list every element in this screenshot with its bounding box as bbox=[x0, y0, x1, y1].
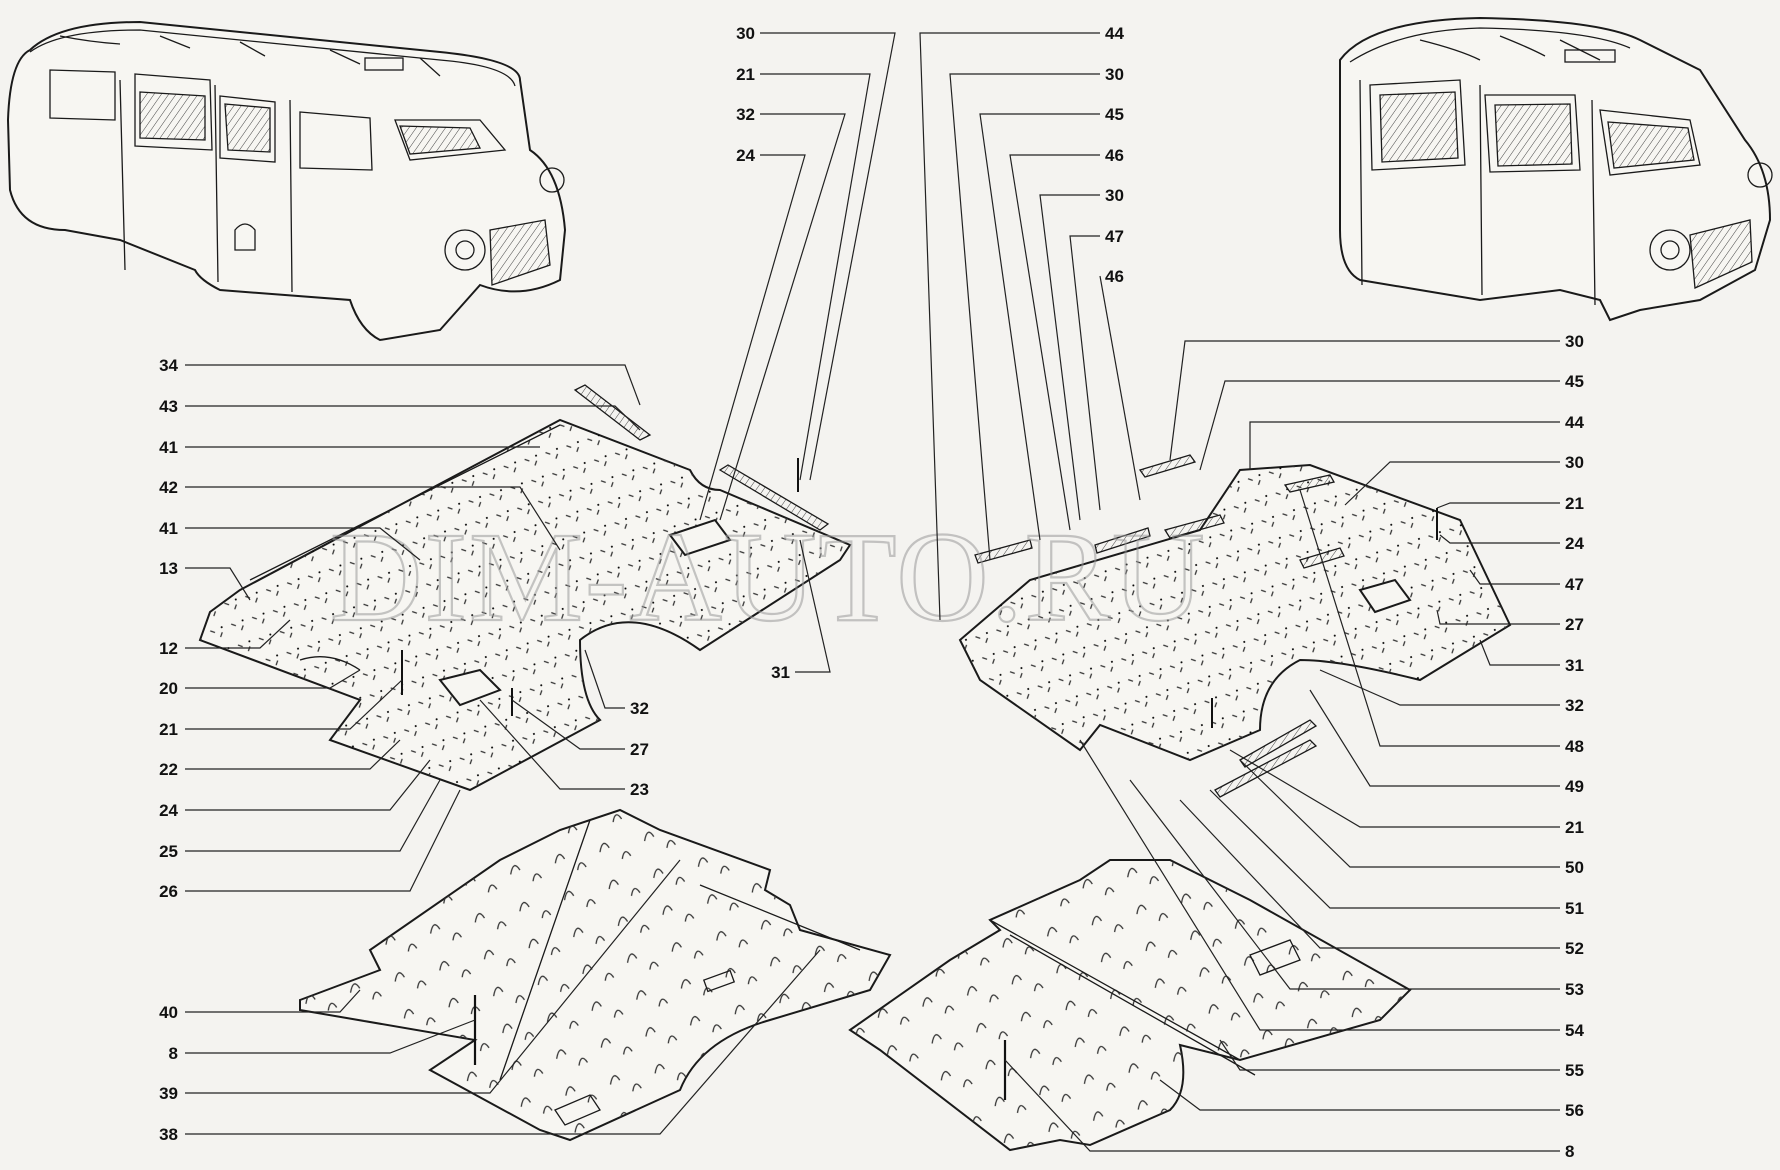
callout-label: 47 bbox=[1105, 227, 1124, 246]
callout-label: 56 bbox=[1565, 1101, 1584, 1120]
callout-label: 44 bbox=[1105, 24, 1124, 43]
callout-label: 32 bbox=[630, 699, 649, 718]
callout-label: 55 bbox=[1565, 1061, 1584, 1080]
callouts-top-left: 30 21 32 24 bbox=[736, 24, 755, 165]
callout-label: 8 bbox=[1565, 1142, 1574, 1161]
callout-label: 20 bbox=[159, 679, 178, 698]
callout-label: 48 bbox=[1565, 737, 1584, 756]
callout-label: 24 bbox=[1565, 534, 1584, 553]
callout-label: 30 bbox=[736, 24, 755, 43]
callout-label: 21 bbox=[1565, 818, 1584, 837]
callout-label: 8 bbox=[169, 1044, 178, 1063]
right-floor-panel bbox=[958, 454, 1512, 798]
callout-label: 46 bbox=[1105, 146, 1124, 165]
callout-label: 49 bbox=[1565, 777, 1584, 796]
callout-label: 41 bbox=[159, 438, 178, 457]
callout-label: 21 bbox=[159, 720, 178, 739]
callout-label: 31 bbox=[1565, 656, 1584, 675]
callout-label: 51 bbox=[1565, 899, 1584, 918]
callouts-top-right: 44 30 45 46 30 47 46 bbox=[1105, 24, 1124, 286]
callout-label: 52 bbox=[1565, 939, 1584, 958]
callout-label: 30 bbox=[1565, 332, 1584, 351]
callout-label: 39 bbox=[159, 1084, 178, 1103]
callout-label: 42 bbox=[159, 478, 178, 497]
callout-label: 45 bbox=[1105, 105, 1124, 124]
leader-lines-right bbox=[1004, 340, 1560, 1152]
van-left-view-illustration bbox=[6, 20, 567, 342]
callout-label: 53 bbox=[1565, 980, 1584, 999]
callout-label: 30 bbox=[1105, 65, 1124, 84]
callout-label: 24 bbox=[736, 146, 755, 165]
callout-label: 21 bbox=[736, 65, 755, 84]
callout-label: 45 bbox=[1565, 372, 1584, 391]
callout-label: 54 bbox=[1565, 1021, 1584, 1040]
callout-label: 38 bbox=[159, 1125, 178, 1144]
callout-label: 47 bbox=[1565, 575, 1584, 594]
callout-label: 50 bbox=[1565, 858, 1584, 877]
callout-label: 27 bbox=[1565, 615, 1584, 634]
callout-label: 24 bbox=[159, 801, 178, 820]
leader-lines-left bbox=[185, 364, 821, 1135]
callout-label: 13 bbox=[159, 559, 178, 578]
leader-lines-top bbox=[699, 32, 1141, 621]
callout-label: 22 bbox=[159, 760, 178, 779]
callout-label: 41 bbox=[159, 519, 178, 538]
callout-label: 46 bbox=[1105, 267, 1124, 286]
leader-lines-mid bbox=[479, 539, 831, 790]
callout-label: 26 bbox=[159, 882, 178, 901]
callout-label: 31 bbox=[771, 663, 790, 682]
callout-label: 44 bbox=[1565, 413, 1584, 432]
callout-label: 12 bbox=[159, 639, 178, 658]
left-floor-panel bbox=[198, 384, 852, 792]
callouts-right-column: 30 45 44 30 21 24 47 27 31 32 48 49 21 5… bbox=[1565, 332, 1584, 1161]
callouts-left-column: 34 43 41 42 41 13 12 20 21 22 24 25 26 4… bbox=[159, 356, 178, 1144]
callout-label: 27 bbox=[630, 740, 649, 759]
callouts-mid: 32 27 23 31 bbox=[630, 663, 790, 799]
callout-label: 21 bbox=[1565, 494, 1584, 513]
van-right-view-illustration bbox=[1339, 16, 1773, 322]
watermark-text: DIM-AUTO.RU bbox=[330, 506, 1207, 648]
left-floor-mat bbox=[299, 808, 892, 1142]
callout-label: 30 bbox=[1105, 186, 1124, 205]
callout-label: 32 bbox=[736, 105, 755, 124]
callout-label: 30 bbox=[1565, 453, 1584, 472]
callout-label: 40 bbox=[159, 1003, 178, 1022]
callout-label: 32 bbox=[1565, 696, 1584, 715]
callout-label: 34 bbox=[159, 356, 178, 375]
callout-label: 25 bbox=[159, 842, 178, 861]
callout-label: 43 bbox=[159, 397, 178, 416]
callout-label: 23 bbox=[630, 780, 649, 799]
right-floor-mat bbox=[848, 859, 1412, 1152]
